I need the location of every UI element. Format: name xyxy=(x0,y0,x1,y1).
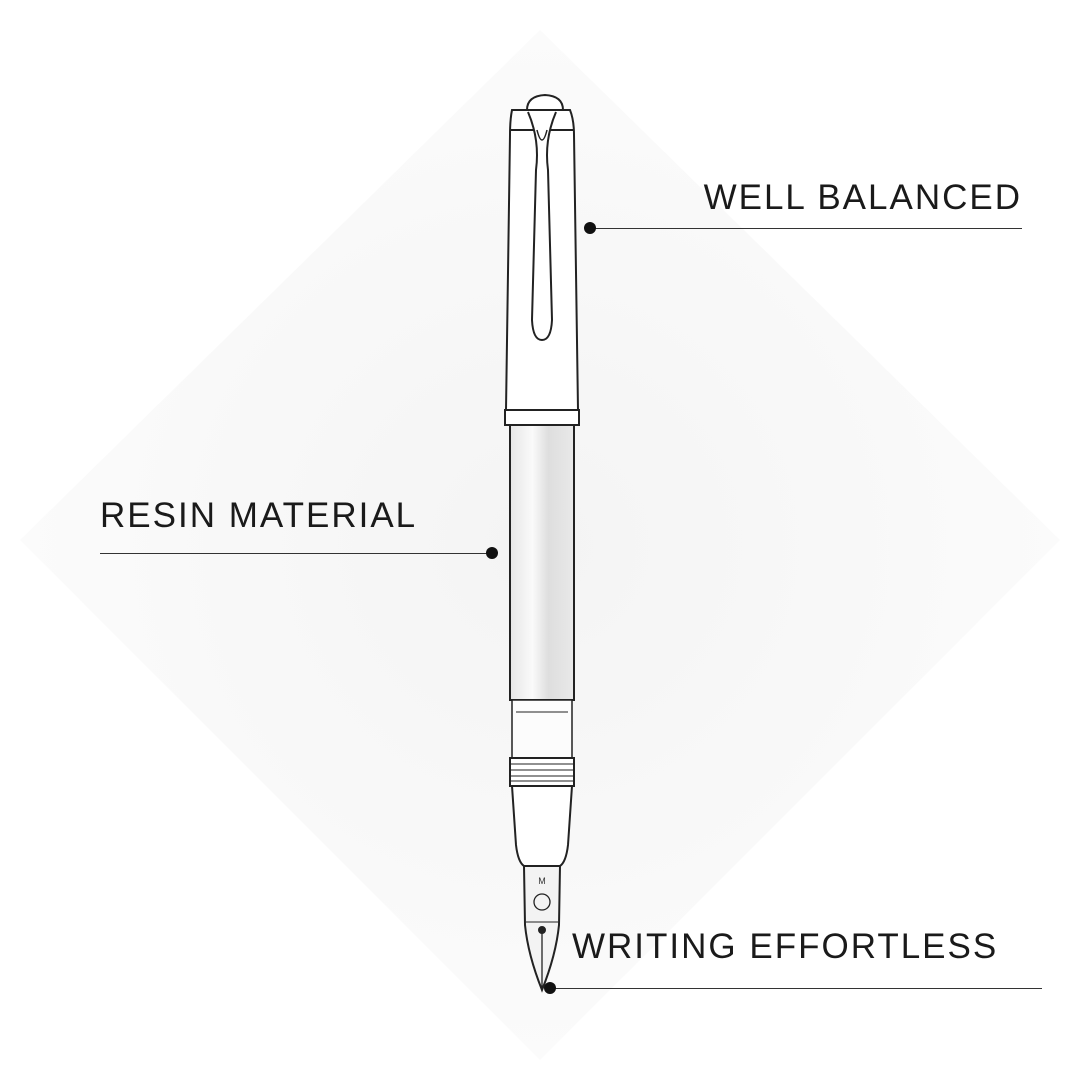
callout-well-balanced-line xyxy=(590,228,1022,229)
cap-finial xyxy=(525,93,565,111)
callout-resin-material-line xyxy=(100,553,492,554)
callout-resin-material-label: RESIN MATERIAL xyxy=(100,496,418,535)
nib-marking: M xyxy=(538,876,546,886)
grip-section xyxy=(510,785,574,867)
ink-window xyxy=(511,699,573,759)
clip xyxy=(527,111,557,342)
callout-well-balanced-label: WELL BALANCED xyxy=(703,178,1022,217)
callout-writing-effortless-label: WRITING EFFORTLESS xyxy=(572,927,999,966)
callout-resin-material-dot xyxy=(486,547,498,559)
cap-ring xyxy=(504,409,580,426)
callout-writing-effortless-line xyxy=(550,988,1042,989)
callout-well-balanced-dot xyxy=(584,222,596,234)
callout-writing-effortless-dot xyxy=(544,982,556,994)
barrel xyxy=(509,424,575,701)
